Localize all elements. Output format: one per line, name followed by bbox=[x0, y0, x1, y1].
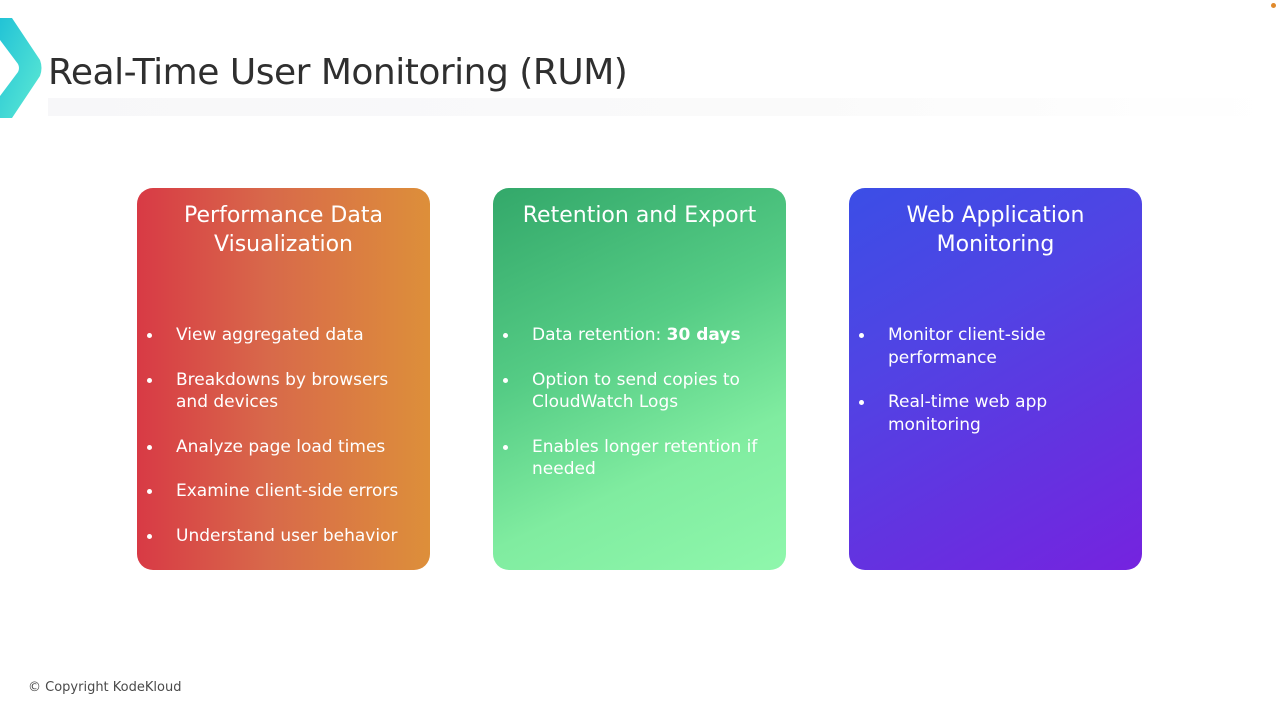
bullet-icon bbox=[147, 444, 152, 450]
list-item: Breakdowns by browsers and devices bbox=[137, 369, 430, 414]
card-performance-data-visualization: Performance Data Visualization View aggr… bbox=[137, 188, 430, 570]
card-title-line: Performance Data bbox=[184, 203, 383, 228]
list-item-text: Examine client-side errors bbox=[176, 481, 399, 501]
list-item-text: Analyze page load times bbox=[176, 436, 386, 457]
bullet-list: View aggregated data Breakdowns by brows… bbox=[137, 324, 430, 569]
slide-title: Real-Time User Monitoring (RUM) bbox=[48, 52, 628, 93]
card-title: Web Application Monitoring bbox=[849, 201, 1142, 259]
bullet-list: Data retention: 30 days Option to send c… bbox=[493, 324, 786, 503]
list-item-text: Enables longer retention if needed bbox=[532, 436, 758, 480]
list-item: Real-time web app monitoring bbox=[849, 391, 1142, 436]
bullet-icon bbox=[147, 377, 152, 383]
list-item: View aggregated data bbox=[137, 324, 430, 347]
bullet-list: Monitor client-side performance Real-tim… bbox=[849, 324, 1142, 458]
bullet-icon bbox=[147, 489, 152, 494]
list-item-text: Option to send copies to CloudWatch Logs bbox=[532, 369, 740, 413]
list-item-text: View aggregated data bbox=[176, 325, 364, 345]
bullet-icon bbox=[859, 400, 864, 405]
list-item: Option to send copies to CloudWatch Logs bbox=[493, 369, 786, 414]
list-item: Enables longer retention if needed bbox=[493, 436, 786, 481]
list-item-text: Real-time web app monitoring bbox=[888, 392, 1048, 435]
list-item-text: Data retention: bbox=[532, 325, 667, 345]
corner-dot bbox=[1271, 3, 1276, 8]
card-title-line: Monitoring bbox=[936, 232, 1055, 257]
card-title-line: Visualization bbox=[214, 232, 353, 257]
bullet-icon bbox=[859, 333, 864, 338]
list-item-text: Monitor client-side performance bbox=[888, 325, 1046, 368]
list-item: Understand user behavior bbox=[137, 525, 430, 548]
list-item-text: Breakdowns by browsers and devices bbox=[176, 369, 389, 413]
list-item: Examine client-side errors bbox=[137, 480, 430, 503]
list-item: Analyze page load times bbox=[137, 436, 430, 459]
card-title: Retention and Export bbox=[493, 201, 786, 230]
card-web-application-monitoring: Web Application Monitoring Monitor clien… bbox=[849, 188, 1142, 570]
card-retention-and-export: Retention and Export Data retention: 30 … bbox=[493, 188, 786, 570]
bullet-icon bbox=[503, 377, 508, 383]
card-title: Performance Data Visualization bbox=[137, 201, 430, 259]
bullet-icon bbox=[503, 333, 508, 338]
list-item: Monitor client-side performance bbox=[849, 324, 1142, 369]
bullet-icon bbox=[147, 533, 152, 539]
retention-period: 30 days bbox=[666, 325, 741, 345]
card-title-line: Retention and Export bbox=[522, 203, 757, 228]
bullet-icon bbox=[503, 444, 508, 450]
list-item: Data retention: 30 days bbox=[493, 324, 786, 347]
list-item-text: Understand user behavior bbox=[176, 525, 398, 546]
copyright-footer: © Copyright KodeKloud bbox=[28, 680, 182, 695]
bullet-icon bbox=[147, 333, 152, 338]
title-underline bbox=[48, 98, 1280, 116]
chevron-logo-icon bbox=[0, 18, 42, 118]
card-title-line: Web Application bbox=[906, 203, 1085, 228]
